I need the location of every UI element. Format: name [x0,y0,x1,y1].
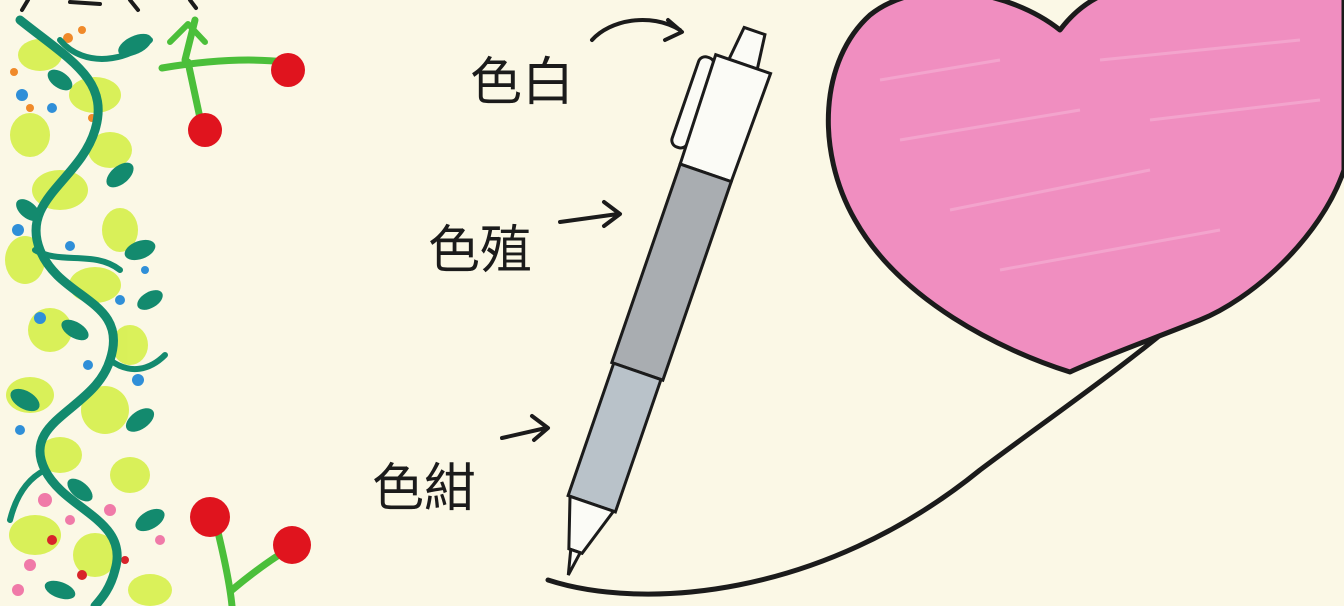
vine-border [5,15,172,606]
label-navy-group: 色紺 [372,414,550,519]
label-gray-group: 色殖 [428,200,622,281]
blue-confetti [12,89,149,435]
pink-heart [825,0,1344,375]
pink-confetti [12,493,165,596]
vine-leaves [10,33,165,600]
label-white-group: 色白 [470,18,684,113]
label-white: 色白 [470,53,574,113]
red-berry [188,113,222,147]
red-confetti [47,535,129,580]
red-berry [271,53,305,87]
heart-texture [879,38,1321,272]
pen [566,25,773,576]
red-flower [273,526,311,564]
bottom-sprout [190,497,311,606]
label-gray: 色殖 [428,221,532,281]
top-sprout [158,16,305,147]
pen-tip [566,547,583,576]
arrow-gray [558,200,622,228]
pen-cone [567,494,616,556]
arrow-white [590,18,684,42]
cropped-text-fragment [20,0,198,12]
arrow-navy [500,414,550,442]
label-navy: 色紺 [372,459,476,519]
red-flower [190,497,230,537]
